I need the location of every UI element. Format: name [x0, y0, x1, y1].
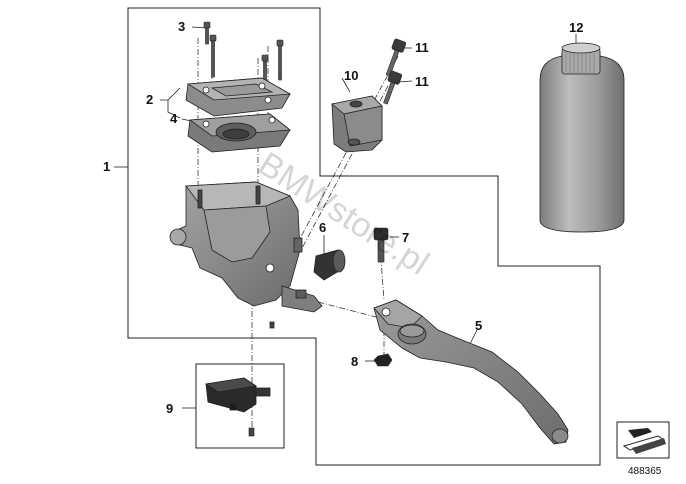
part-9-frame: [195, 363, 285, 449]
part-11-clamp-screws: [383, 38, 407, 105]
callout-7: 7: [402, 230, 409, 245]
part-1-master-cylinder: [169, 181, 323, 329]
callout-10: 10: [344, 68, 358, 83]
drawing-number: 488365: [628, 466, 662, 477]
callout-4: 4: [170, 111, 178, 126]
switch-screw: [248, 427, 255, 437]
part-2-reservoir-cover: [185, 77, 292, 117]
part-4-diaphragm: [187, 113, 292, 153]
callout-5: 5: [475, 318, 482, 333]
callout-11-upper: 11: [415, 40, 429, 55]
assembly-frame-line: [127, 7, 601, 466]
callout-2: 2: [146, 92, 153, 107]
callout-9: 9: [166, 401, 173, 416]
part-5-lever: [373, 299, 569, 445]
part-3-screws: [203, 21, 284, 92]
direction-symbol: [616, 421, 670, 459]
callout-1: 1: [103, 159, 110, 174]
part-10-clamp: [331, 95, 383, 153]
callout-12: 12: [569, 20, 583, 35]
callout-6: 6: [319, 220, 326, 235]
part-12-fluid-bottle: [539, 42, 625, 233]
part-8-nut: [373, 353, 393, 367]
callout-11-lower: 11: [415, 74, 429, 89]
part-7-pivot-bolt: [373, 227, 389, 263]
part-6-boot: [313, 249, 346, 281]
callout-3: 3: [178, 19, 185, 34]
part-9-switch: [204, 377, 271, 413]
callout-8: 8: [351, 354, 358, 369]
